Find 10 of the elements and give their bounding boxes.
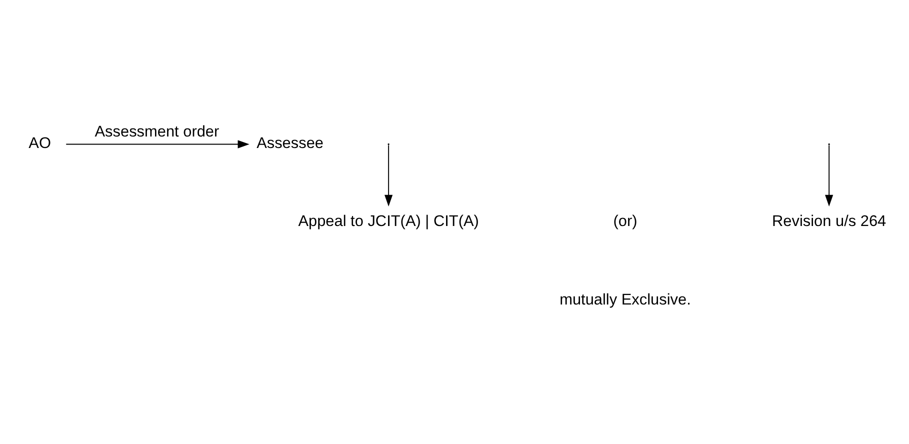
label: mutually Exclusive. xyxy=(560,290,691,308)
node-text: Appeal to JCIT(A) | CIT(A) xyxy=(298,212,479,230)
label: (or) xyxy=(613,212,638,230)
node-text: Revision u/s 264 xyxy=(772,212,886,230)
node-text: Assessee xyxy=(256,134,324,152)
node-text: AO xyxy=(28,134,51,152)
arrow xyxy=(66,140,250,148)
edge-label: Assessment order xyxy=(94,122,220,140)
arrow xyxy=(825,144,834,206)
arrow xyxy=(384,144,393,206)
